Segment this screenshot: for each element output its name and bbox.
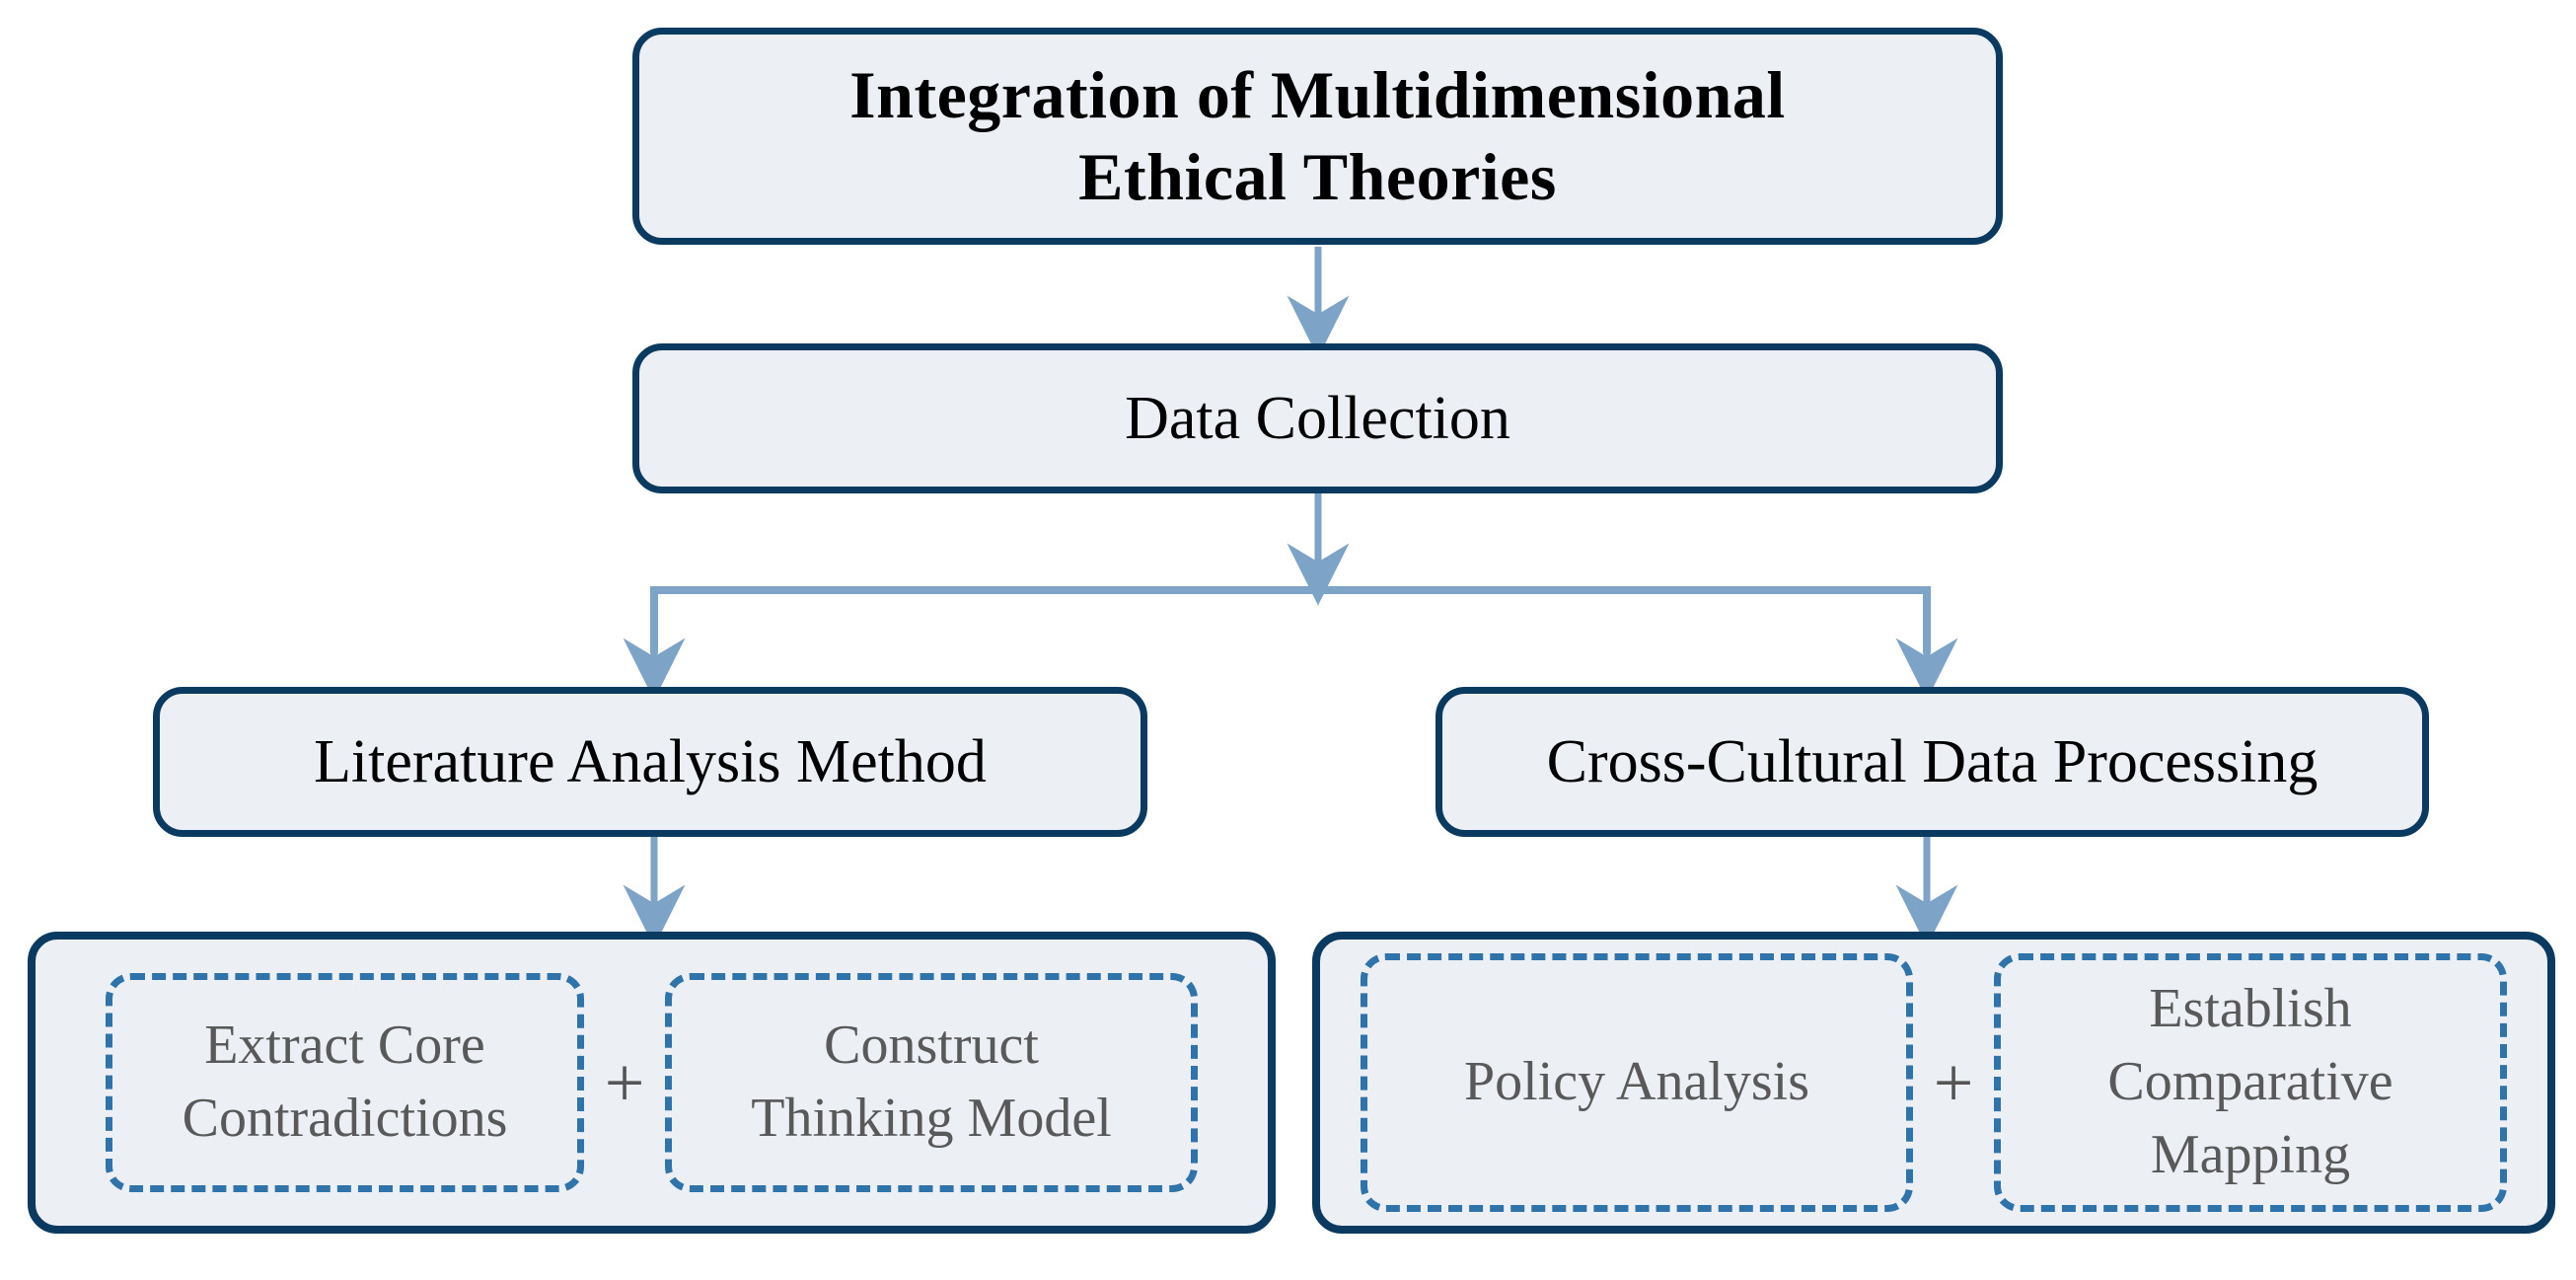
step-establish-comparative-mapping-line-2: Comparative	[2107, 1051, 2393, 1113]
step-extract-core-contradictions-line-1: Extract Core	[204, 1015, 485, 1077]
group-cross-cultural-steps: Policy Analysis + Establish Comparative …	[1312, 932, 2555, 1234]
plus-separator-right: +	[1933, 1043, 1974, 1122]
node-literature-analysis-method-label: Literature Analysis Method	[314, 727, 987, 795]
group-literature-analysis-steps: Extract Core Contradictions + Construct …	[28, 932, 1276, 1234]
node-title-line-2: Ethical Theories	[1078, 139, 1557, 214]
step-construct-thinking-model[interactable]: Construct Thinking Model	[665, 973, 1198, 1192]
step-policy-analysis-line-1: Policy Analysis	[1463, 1051, 1810, 1113]
node-literature-analysis-method[interactable]: Literature Analysis Method	[153, 687, 1147, 837]
step-extract-core-contradictions-line-2: Contradictions	[182, 1088, 508, 1149]
node-data-collection[interactable]: Data Collection	[632, 343, 2003, 493]
step-establish-comparative-mapping[interactable]: Establish Comparative Mapping	[1994, 953, 2507, 1212]
node-data-collection-label: Data Collection	[1125, 384, 1510, 452]
plus-separator-left: +	[604, 1043, 645, 1122]
step-policy-analysis[interactable]: Policy Analysis	[1361, 953, 1913, 1212]
node-title-line-1: Integration of Multidimensional	[849, 57, 1786, 133]
step-extract-core-contradictions[interactable]: Extract Core Contradictions	[106, 973, 584, 1192]
step-establish-comparative-mapping-line-3: Mapping	[2150, 1123, 2351, 1185]
node-integration-of-multidimensional-ethical-theories[interactable]: Integration of Multidimensional Ethical …	[632, 28, 2003, 245]
step-construct-thinking-model-line-1: Construct	[824, 1015, 1039, 1077]
split-bus	[623, 586, 1958, 701]
step-construct-thinking-model-line-2: Thinking Model	[751, 1088, 1112, 1149]
node-cross-cultural-data-processing[interactable]: Cross-Cultural Data Processing	[1435, 687, 2429, 837]
node-cross-cultural-data-processing-label: Cross-Cultural Data Processing	[1546, 727, 2318, 795]
step-establish-comparative-mapping-line-1: Establish	[2149, 978, 2352, 1040]
